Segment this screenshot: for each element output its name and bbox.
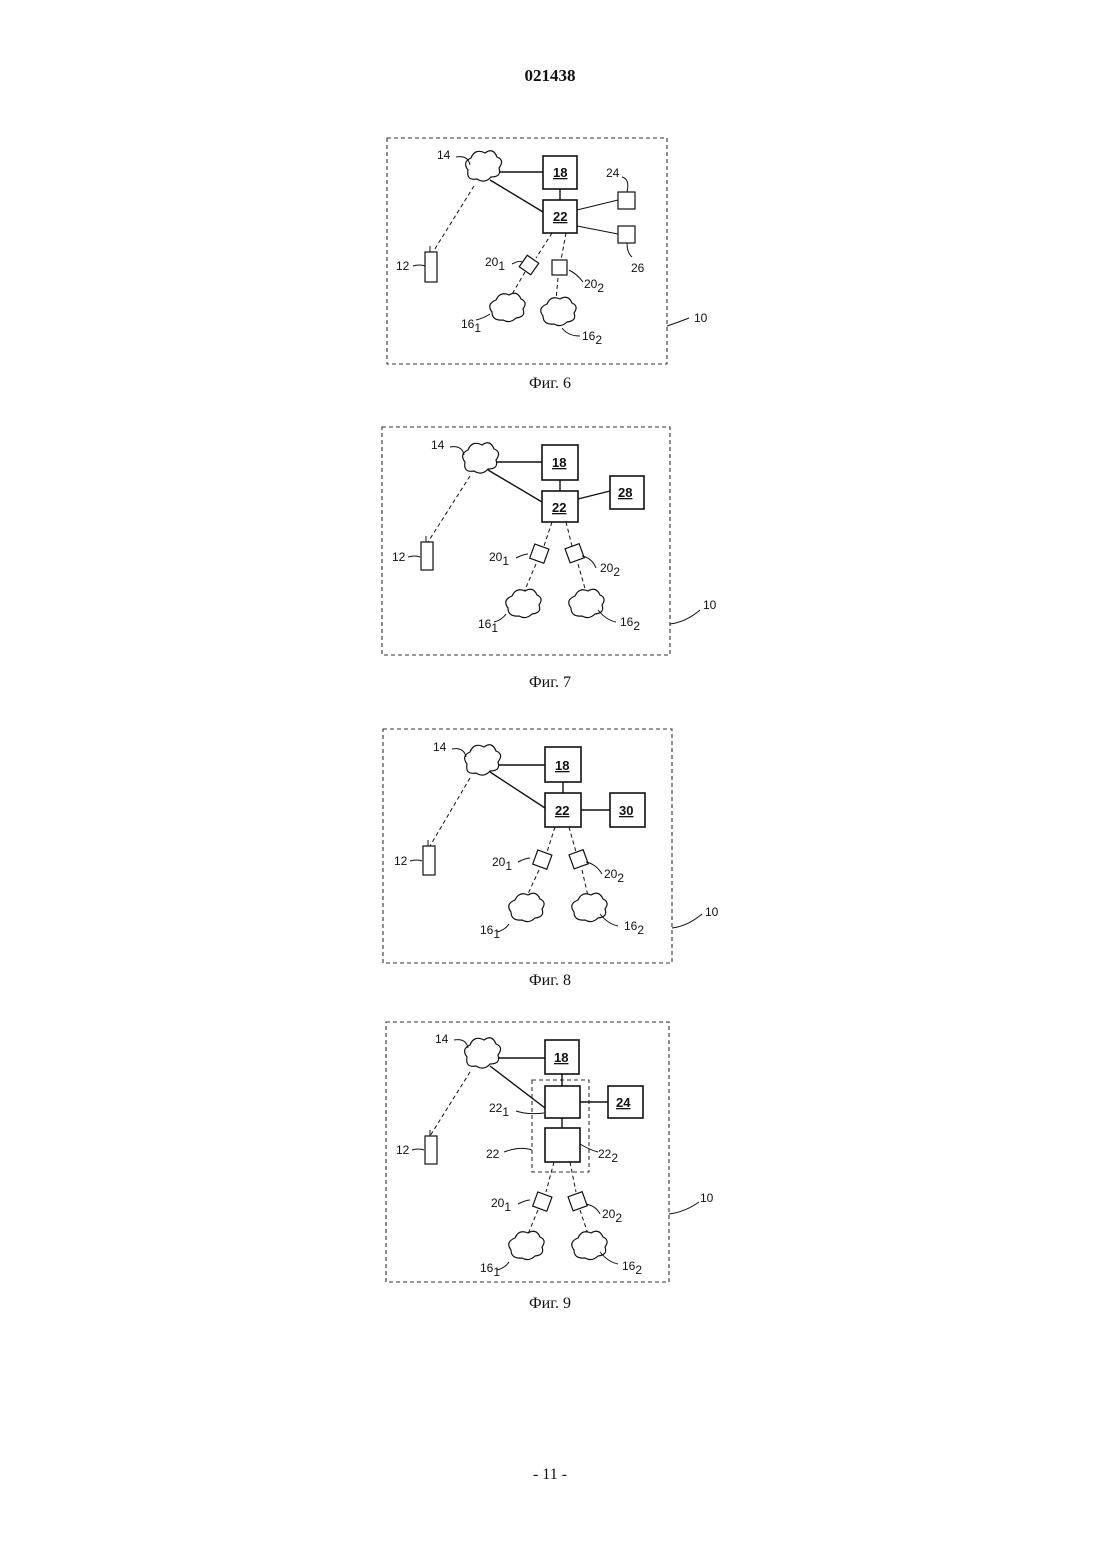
network-cloud-14 [463, 443, 499, 473]
figure-7-caption: Фиг. 7 [0, 674, 1100, 692]
block-22-1 [545, 1086, 580, 1118]
label-18: 18 [555, 758, 569, 773]
page-number: - 11 - [0, 1466, 1100, 1484]
gateway-20-2 [565, 544, 584, 563]
label-16-2: 162 [620, 615, 640, 633]
label-22: 22 [486, 1147, 500, 1161]
network-cloud-16-1 [509, 1231, 544, 1259]
gateway-20-1 [530, 544, 549, 563]
label-20-1: 201 [489, 550, 509, 568]
network-cloud-16-2 [572, 893, 607, 921]
label-20-1: 201 [485, 255, 505, 273]
label-22-1: 221 [489, 1101, 509, 1119]
label-18: 18 [553, 165, 567, 180]
label-22-2: 222 [598, 1147, 618, 1165]
label-16-1: 161 [480, 1261, 500, 1279]
figure-7: 14 12 18 22 28 201 202 161 162 10 [0, 420, 1100, 665]
label-20-2: 202 [584, 277, 604, 295]
label-12: 12 [394, 854, 408, 868]
gateway-20-2 [568, 1192, 587, 1211]
gateway-20-2 [569, 850, 588, 869]
terminal-12 [425, 252, 437, 282]
figure-6: 14 12 18 22 24 26 201 202 161 162 10 [0, 130, 1100, 375]
terminal-12 [421, 542, 433, 570]
label-16-2: 162 [582, 329, 602, 347]
block-22-2 [545, 1128, 580, 1162]
label-12: 12 [396, 1143, 410, 1157]
label-16-1: 161 [478, 617, 498, 635]
label-14: 14 [433, 740, 447, 754]
network-cloud-16-2 [572, 1231, 607, 1259]
label-20-1: 201 [492, 855, 512, 873]
label-24: 24 [606, 166, 620, 180]
terminal-12 [425, 1136, 437, 1164]
figure-9-caption: Фиг. 9 [0, 1295, 1100, 1313]
label-26: 26 [631, 261, 645, 275]
gateway-20-1 [519, 255, 538, 274]
figure-6-caption: Фиг. 6 [0, 375, 1100, 393]
label-30: 30 [619, 803, 633, 818]
label-10: 10 [700, 1191, 714, 1205]
label-12: 12 [396, 259, 410, 273]
figure-9: 14 12 18 24 221 22 222 201 202 161 162 1… [0, 1015, 1100, 1293]
label-24: 24 [616, 1095, 631, 1110]
block-26 [618, 226, 635, 243]
label-12: 12 [392, 550, 406, 564]
gateway-20-1 [533, 1192, 552, 1211]
network-cloud-16-2 [569, 589, 604, 617]
label-14: 14 [437, 148, 451, 162]
label-22: 22 [553, 209, 567, 224]
network-cloud-14 [465, 1038, 501, 1068]
gateway-20-1 [533, 850, 552, 869]
gateway-20-2 [552, 260, 567, 275]
label-16-2: 162 [622, 1259, 642, 1277]
label-28: 28 [618, 485, 632, 500]
label-22: 22 [555, 803, 569, 818]
network-cloud-16-1 [490, 293, 525, 321]
label-20-2: 202 [600, 561, 620, 579]
label-18: 18 [554, 1050, 568, 1065]
network-cloud-16-1 [506, 589, 541, 617]
label-10: 10 [705, 905, 719, 919]
network-cloud-14 [466, 151, 502, 181]
label-14: 14 [435, 1032, 449, 1046]
document-number: 021438 [0, 66, 1100, 86]
figure-8-caption: Фиг. 8 [0, 972, 1100, 990]
label-20-2: 202 [604, 867, 624, 885]
block-24 [618, 192, 635, 209]
label-20-1: 201 [491, 1196, 511, 1214]
network-cloud-16-1 [509, 893, 544, 921]
terminal-12 [423, 846, 435, 875]
label-10: 10 [703, 598, 717, 612]
label-16-1: 161 [480, 923, 500, 941]
network-cloud-16-2 [541, 297, 576, 325]
label-16-2: 162 [624, 919, 644, 937]
network-cloud-14 [465, 745, 501, 775]
label-14: 14 [431, 438, 445, 452]
label-22: 22 [552, 500, 566, 515]
label-20-2: 202 [602, 1207, 622, 1225]
label-18: 18 [552, 455, 566, 470]
figure-8: 14 12 18 22 30 201 202 161 162 10 [0, 722, 1100, 972]
label-10: 10 [694, 311, 708, 325]
